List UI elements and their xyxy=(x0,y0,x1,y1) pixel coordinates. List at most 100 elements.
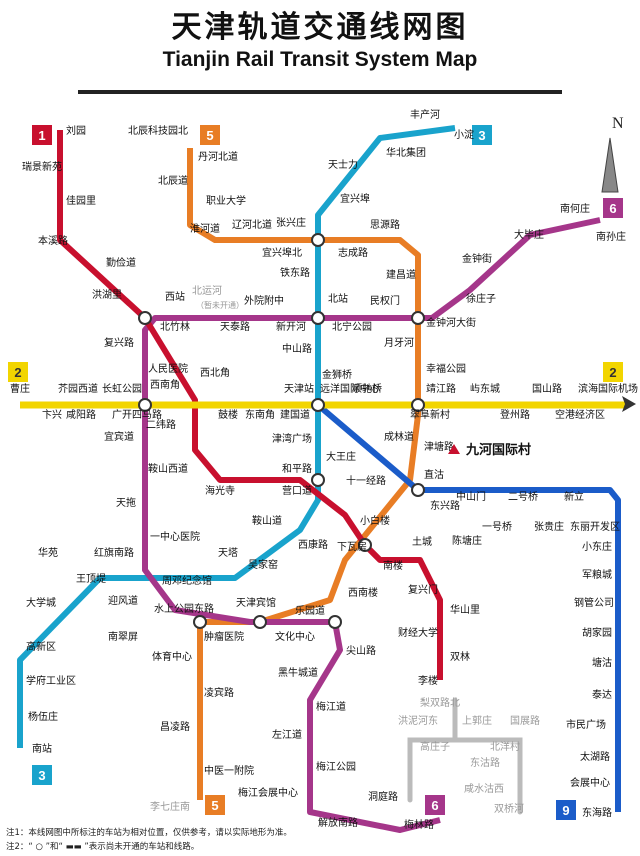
station-label: 钢管公司 xyxy=(574,596,614,609)
station-label: 塘沽 xyxy=(592,656,612,669)
line-9[interactable] xyxy=(316,402,621,812)
station-label: 鼓楼 xyxy=(218,408,238,421)
station-label: 下瓦房 xyxy=(337,540,367,553)
station-label: 洪湖里 xyxy=(92,289,122,301)
station-label: 天士力 xyxy=(328,158,358,171)
station-label: 金狮桥 xyxy=(322,368,352,381)
svg-text:5: 5 xyxy=(206,128,213,143)
station-label: 佳园里 xyxy=(66,194,96,207)
station-label: 北辰科技园北 xyxy=(128,124,188,137)
line-3[interactable] xyxy=(17,125,456,748)
svg-text:6: 6 xyxy=(609,201,616,216)
svg-text:2: 2 xyxy=(14,365,21,380)
station-label: 会展中心 xyxy=(570,776,610,789)
svg-text:1: 1 xyxy=(38,128,45,143)
station-label: 志成路 xyxy=(338,246,368,259)
station-label: 梅江会展中心 xyxy=(238,786,298,799)
station-label: 广开四马路 xyxy=(112,408,162,421)
station-label: 北洋村 xyxy=(490,740,520,753)
svg-text:3: 3 xyxy=(478,128,485,143)
station-label: 华山里 xyxy=(450,603,480,616)
station-label: 东兴路 xyxy=(430,499,460,512)
station-label: 西康路 xyxy=(298,538,328,551)
station-label: 尖山路 xyxy=(346,644,376,657)
station-label: 北辰道 xyxy=(158,174,188,187)
airport-icon xyxy=(622,396,636,412)
station-label: 梅江公园 xyxy=(316,760,356,773)
station-label: 远洋国际中心 xyxy=(320,382,380,395)
station-label: 东南角 xyxy=(245,408,275,421)
station-label: 双林 xyxy=(450,650,470,663)
interchange-xinanlou xyxy=(138,311,152,325)
station-label: 小白楼 xyxy=(360,514,390,527)
station-label: 天泰路 xyxy=(220,320,250,333)
station-label: 天塔 xyxy=(218,546,238,559)
station-label: 张贵庄 xyxy=(534,520,564,533)
svg-text:3: 3 xyxy=(38,768,45,783)
station-label: 西站 xyxy=(165,290,185,303)
station-label: 小东庄 xyxy=(582,540,612,553)
station-label: 翠阜新村 xyxy=(410,408,450,421)
station-label: 鞍山道 xyxy=(252,514,282,527)
station-label: 幸福公园 xyxy=(426,362,466,375)
station-label: 月牙河 xyxy=(384,337,414,349)
station-label: 刘园 xyxy=(66,125,86,137)
station-label: 东海路 xyxy=(582,806,612,819)
station-label: 新开河 xyxy=(276,320,306,333)
station-label: 杨伍庄 xyxy=(28,710,58,723)
page-title: 天津轨道交通线网图 xyxy=(171,10,469,45)
station-label: 华苑 xyxy=(38,546,58,559)
station-label: 二号桥 xyxy=(508,491,538,503)
station-label: 洪泥河东 xyxy=(398,714,438,727)
station-label: 本溪路 xyxy=(38,234,68,247)
station-label: 南孙庄 xyxy=(596,230,626,243)
station-label: 瑞景新苑 xyxy=(22,160,62,173)
station-label: 陈塘庄 xyxy=(452,534,482,547)
station-label: 金钟河大街 xyxy=(426,316,476,329)
station-label: 上郭庄 xyxy=(462,714,492,727)
station-label: 外院附中 xyxy=(244,294,284,307)
station-label: 国展路 xyxy=(510,714,540,727)
river-label: 北运河 xyxy=(192,285,222,297)
station-label: 咸水沽西 xyxy=(464,782,504,795)
station-label: 胡家园 xyxy=(582,626,612,639)
badge-line9: 9 xyxy=(556,800,576,820)
station-label: 南翠屏 xyxy=(108,630,138,643)
station-label: 大王庄 xyxy=(326,450,356,463)
station-label: 西南楼 xyxy=(348,586,378,599)
footnote-1: 注1：本线网图中所标注的车站为相对位置，仅供参考，请以实际地形为准。 xyxy=(6,828,292,838)
landmark: 九河国际村 xyxy=(448,442,531,458)
station-label: 勤俭道 xyxy=(106,256,136,269)
station-label: 卞兴 xyxy=(42,408,62,421)
station-label: 新立 xyxy=(564,490,584,503)
station-label: 北宁公园 xyxy=(332,320,372,333)
badge-line5-top: 5 xyxy=(200,125,220,145)
station-label: 李楼 xyxy=(418,674,438,687)
badge-line3-top: 3 xyxy=(472,125,492,145)
station-label: 东丽开发区 xyxy=(570,520,620,533)
station-label: 宜兴埠北 xyxy=(262,246,302,259)
station-label: 人民医院 xyxy=(148,362,188,375)
svg-text:9: 9 xyxy=(562,803,569,818)
station-label: 天拖 xyxy=(116,496,136,509)
station-label: 津塘路 xyxy=(424,440,454,453)
station-label: 解放南路 xyxy=(318,816,358,829)
line-6[interactable] xyxy=(142,217,601,833)
station-label: 李七庄南 xyxy=(150,800,190,813)
svg-text:6: 6 xyxy=(431,798,438,813)
station-label: 左江道 xyxy=(272,728,302,741)
station-label: 民权门 xyxy=(370,294,400,307)
badge-line1: 1 xyxy=(32,125,52,145)
badge-line6-bottom: 6 xyxy=(425,795,445,815)
station-label: 肿瘤医院 xyxy=(204,630,244,643)
station-label: 黑牛城道 xyxy=(278,666,318,679)
station-label: 营口道 xyxy=(282,484,312,497)
station-label: 梨双路北 xyxy=(420,696,460,709)
station-label: 南何庄 xyxy=(560,202,590,215)
station-label: 北竹林 xyxy=(160,320,190,333)
station-label: 中山门 xyxy=(456,490,486,503)
station-label: 芥园西道 xyxy=(58,382,98,395)
station-label: 长虹公园 xyxy=(102,383,142,395)
station-label: 一中心医院 xyxy=(150,530,200,543)
interchange-markers xyxy=(138,233,425,629)
